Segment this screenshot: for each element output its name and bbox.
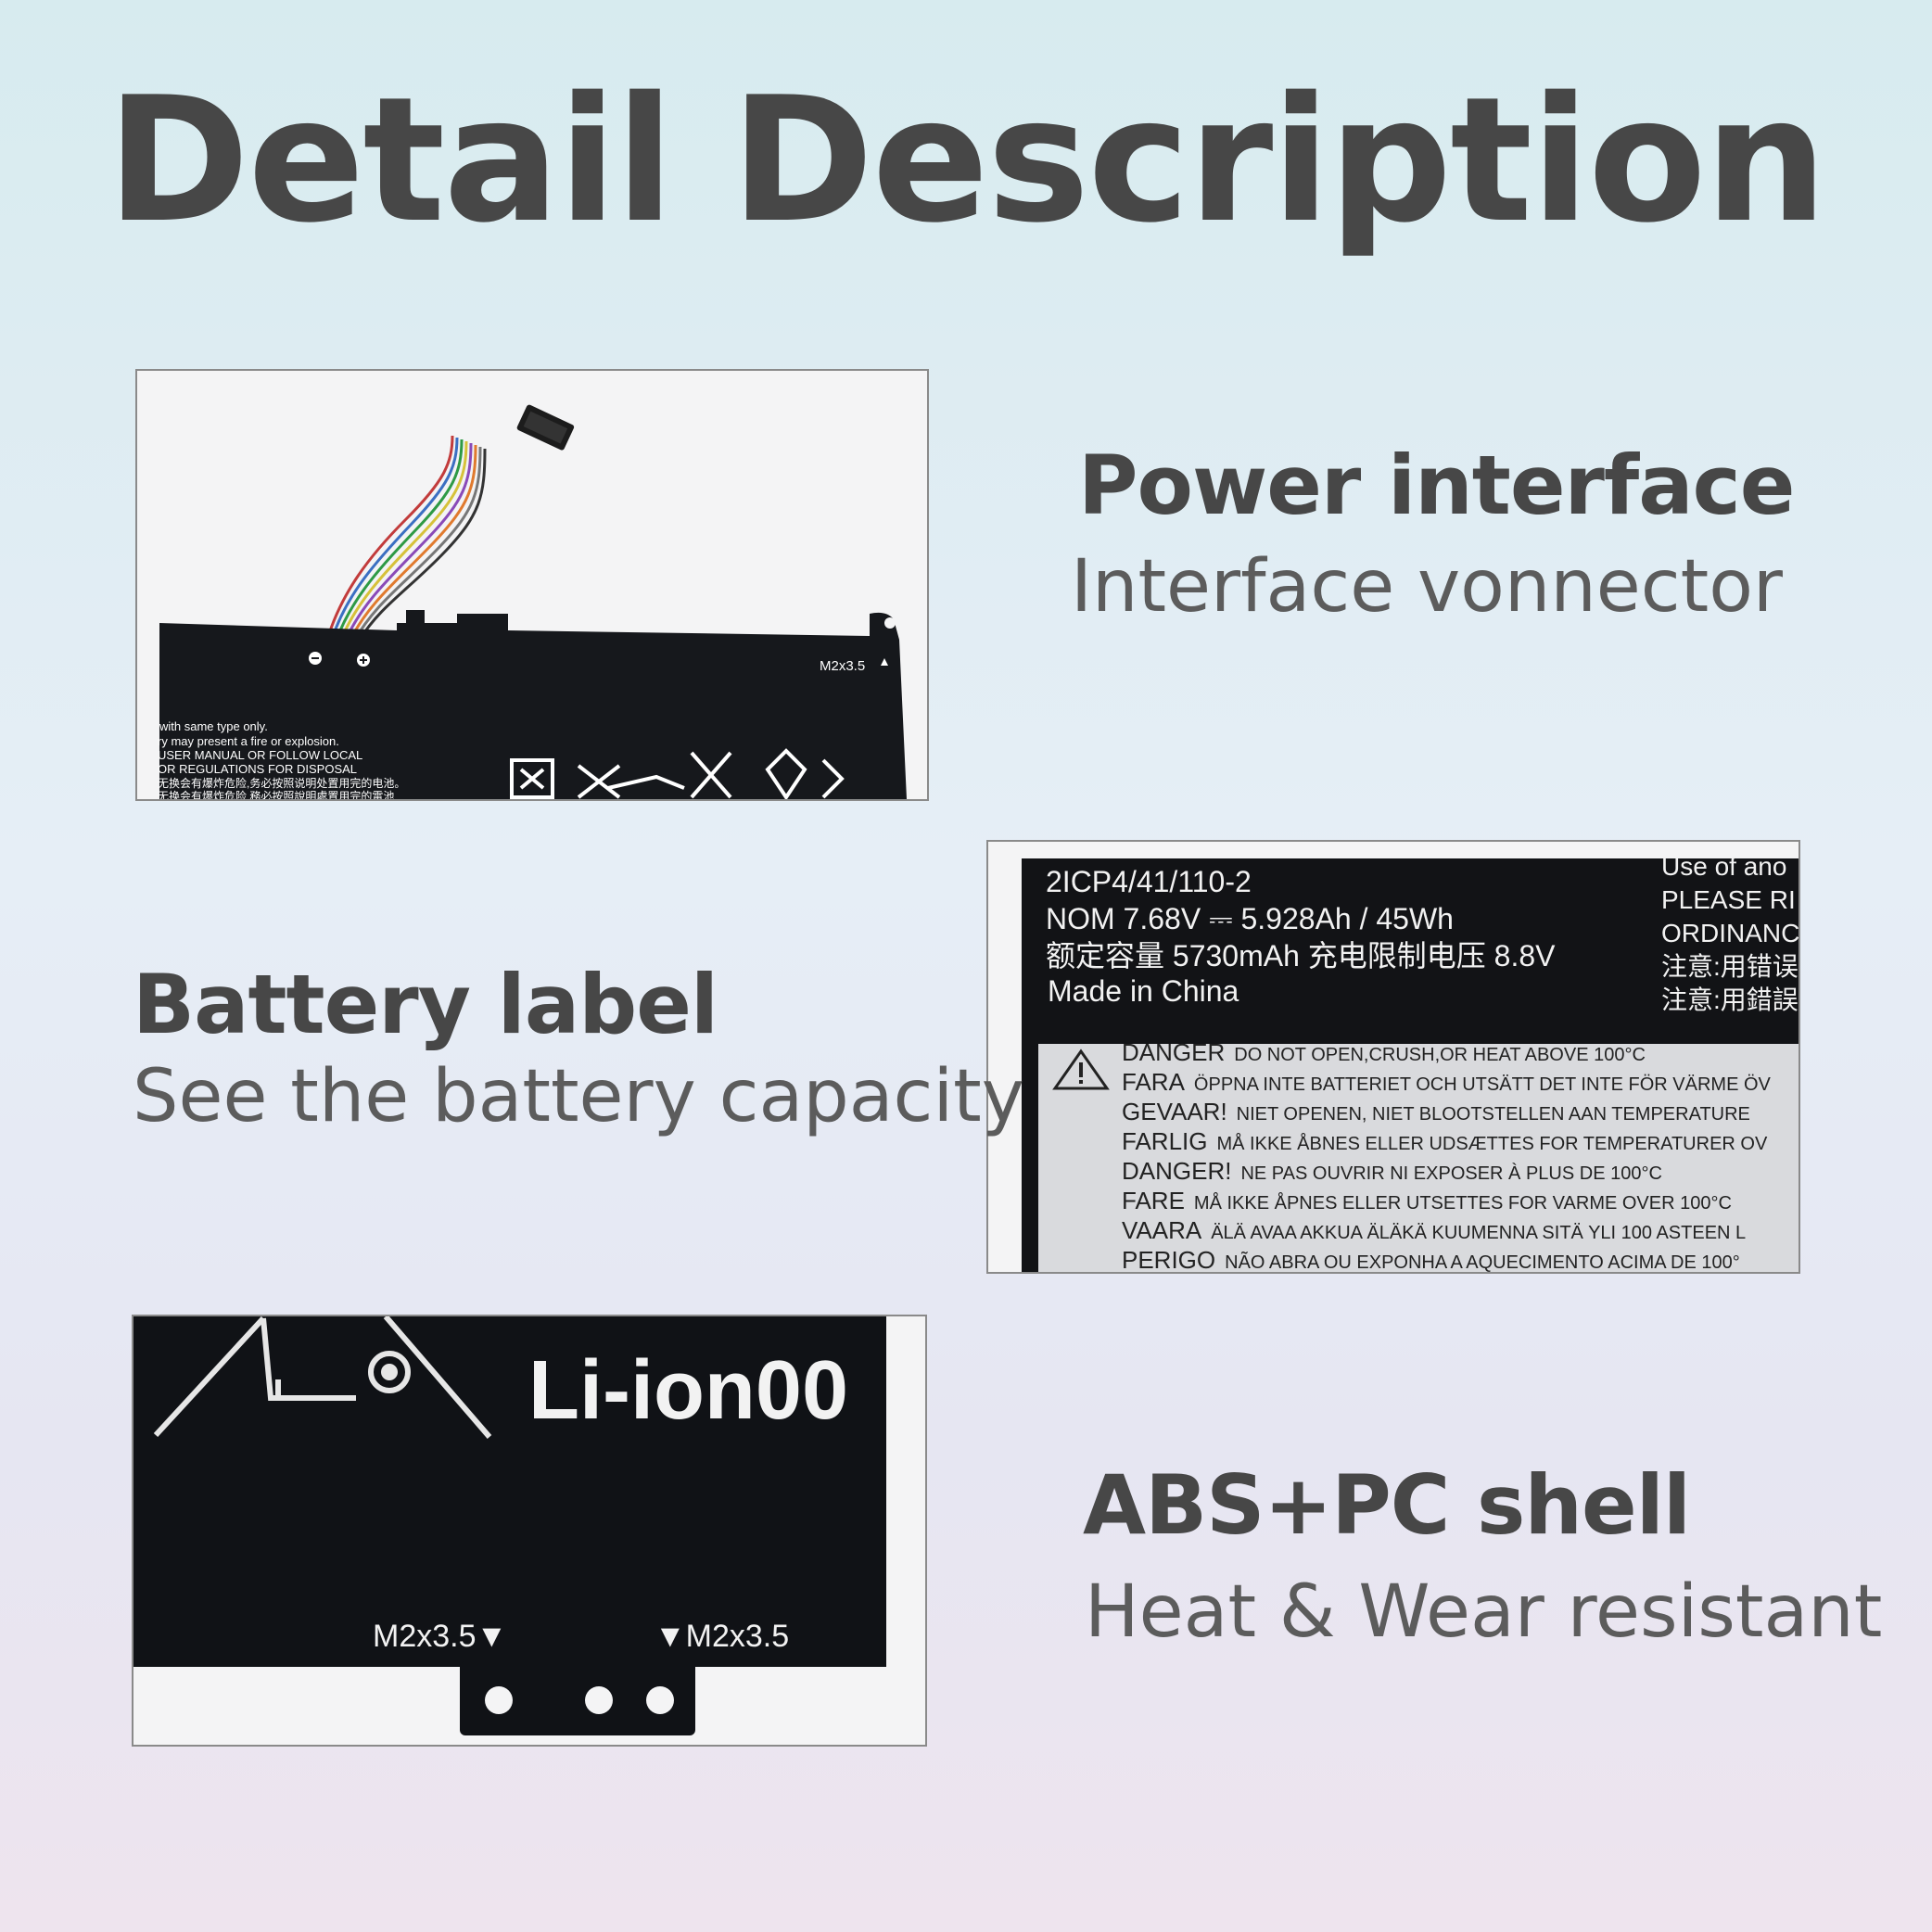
bin-symbol-icon <box>153 1316 492 1439</box>
svg-text:PLEASE RI: PLEASE RI <box>1661 885 1796 914</box>
connector-icon <box>516 404 575 451</box>
battery-notice-text: Use of ano PLEASE RI ORDINANC 注意:用错误 注意:… <box>1661 852 1799 1014</box>
battery-label-subtitle: See the battery capacity <box>133 1055 1024 1138</box>
svg-text:无换会有爆炸危险 務必按照說明處置用完的電池: 无换会有爆炸危险 務必按照說明處置用完的電池 <box>158 789 394 799</box>
svg-text:注意:用错误: 注意:用错误 <box>1661 952 1799 981</box>
battery-label-photo: 2ICP4/41/110-2 NOM 7.68V ⎓ 5.928Ah / 45W… <box>986 840 1800 1274</box>
shell-heading: ABS+PC shell <box>1083 1457 1691 1553</box>
svg-text:with same type only.: with same type only. <box>159 719 268 733</box>
screw-label-left: M2x3.5▼ <box>373 1619 507 1654</box>
svg-text:Made in China: Made in China <box>1048 974 1239 1008</box>
battery-label-heading: Battery label <box>133 957 718 1052</box>
power-interface-heading: Power interface <box>1078 438 1795 533</box>
power-interface-photo: M2x3.5 with same type only. ry may prese… <box>135 369 929 801</box>
page-title: Detail Description <box>106 59 1827 261</box>
svg-text:Use of ano: Use of ano <box>1661 852 1786 881</box>
svg-text:GEVAAR!NIET OPENEN, NIET BLOOT: GEVAAR!NIET OPENEN, NIET BLOOTSTELLEN AA… <box>1122 1098 1750 1125</box>
power-interface-subtitle: Interface vonnector <box>1071 545 1784 629</box>
screw-label-right: ▼M2x3.5 <box>655 1619 789 1654</box>
warning-text: with same type only. ry may present a fi… <box>158 719 405 799</box>
svg-text:2ICP4/41/110-2: 2ICP4/41/110-2 <box>1046 865 1252 898</box>
recycle-symbols-icon <box>510 748 845 799</box>
svg-text:USER MANUAL OR FOLLOW LOCAL: USER MANUAL OR FOLLOW LOCAL <box>158 748 362 762</box>
svg-text:ry may present a fire or explo: ry may present a fire or explosion. <box>158 734 339 748</box>
svg-text:注意:用錯誤: 注意:用錯誤 <box>1661 985 1799 1014</box>
battery-model-text: Li-ion00 <box>528 1344 848 1437</box>
svg-text:无换会有爆炸危险,务必按照说明处置用完的电池。: 无换会有爆炸危险,务必按照说明处置用完的电池。 <box>158 776 405 790</box>
svg-text:额定容量 5730mAh 充电限制电压 8.8V: 额定容量 5730mAh 充电限制电压 8.8V <box>1046 939 1556 972</box>
battery-spec-text: 2ICP4/41/110-2 NOM 7.68V ⎓ 5.928Ah / 45W… <box>1046 865 1556 1008</box>
svg-text:DANGER!NE PAS OUVRIR NI EXPOSE: DANGER!NE PAS OUVRIR NI EXPOSER À PLUS D… <box>1122 1157 1662 1185</box>
shell-subtitle: Heat & Wear resistant <box>1085 1570 1883 1654</box>
svg-text:ORDINANC: ORDINANC <box>1661 919 1799 947</box>
screw-label: M2x3.5 <box>820 658 865 674</box>
svg-text:OR REGULATIONS FOR DISPOSAL: OR REGULATIONS FOR DISPOSAL <box>158 762 357 776</box>
svg-text:NOM 7.68V ⎓ 5.928Ah / 45Wh: NOM 7.68V ⎓ 5.928Ah / 45Wh <box>1046 902 1454 935</box>
warning-triangle-icon <box>1052 1049 1110 1090</box>
shell-photo: Li-ion00 M2x3.5▼ ▼M2x3.5 <box>132 1315 927 1747</box>
